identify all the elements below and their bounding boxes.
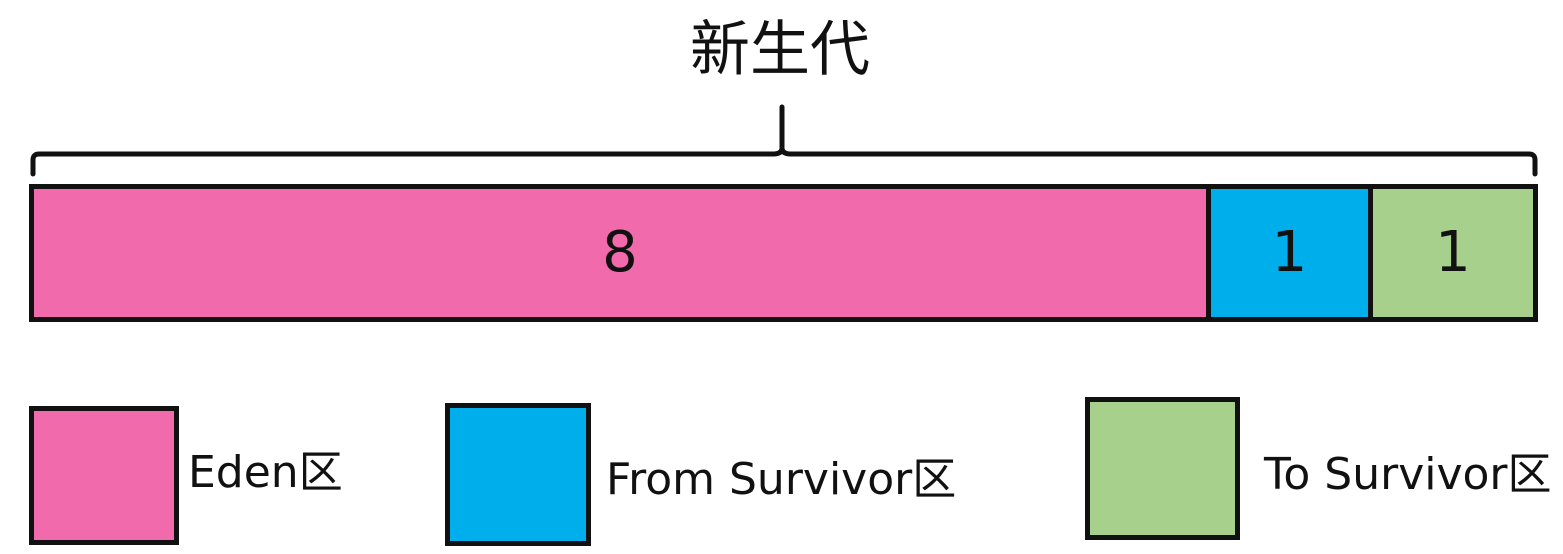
from-survivor-ratio-label: 1: [1271, 220, 1308, 285]
eden-legend-label: Eden区: [188, 447, 343, 498]
to-survivor-legend-swatch: [1085, 397, 1240, 540]
to-survivor-ratio-label: 1: [1435, 220, 1471, 285]
to-survivor-region-bar: 1: [1368, 184, 1538, 322]
from-survivor-legend-swatch: [445, 403, 591, 546]
eden-ratio-label: 8: [602, 220, 638, 285]
from-survivor-region-bar: 1: [1206, 184, 1373, 322]
young-generation-title: 新生代: [690, 15, 870, 85]
eden-region-bar: 8: [29, 184, 1211, 322]
from-survivor-legend-label: From Survivor区: [606, 454, 957, 505]
eden-legend-swatch: [29, 406, 179, 545]
to-survivor-legend-label: To Survivor区: [1264, 449, 1552, 500]
